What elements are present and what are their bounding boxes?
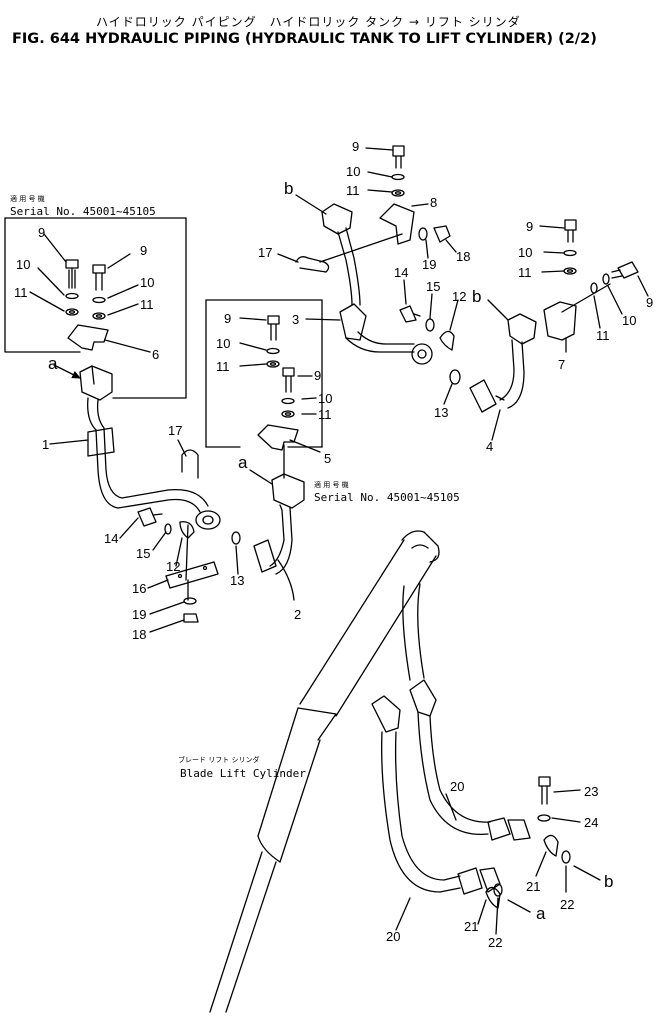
callout-22: 22: [488, 935, 503, 950]
serial-label-left: Serial No. 45001~45105: [10, 205, 156, 218]
blade-label-jp: ブレード リフト シリンダ: [178, 756, 260, 764]
callout-9: 9: [526, 219, 534, 234]
ref-letter-b: b: [604, 872, 614, 891]
callout-24: 24: [584, 815, 599, 830]
callout-19: 19: [422, 257, 437, 272]
bolt-left-a: [65, 259, 79, 316]
figure-title: FIG. 644 HYDRAULIC PIPING (HYDRAULIC TAN…: [12, 31, 597, 47]
callout-8: 8: [430, 195, 438, 210]
callout-12: 12: [452, 289, 467, 304]
callout-2: 2: [294, 607, 302, 622]
callout-9: 9: [352, 139, 360, 154]
title-japanese: ハイドロリック パイピング ハイドロリック タンク → リフト シリンダ: [96, 15, 521, 29]
bolt-left-b: [92, 264, 106, 320]
u-bolt-17-left: [181, 449, 199, 479]
bolt-top-center: [391, 145, 405, 197]
callout-4: 4: [486, 439, 494, 454]
callout-20: 20: [386, 929, 401, 944]
bolt-middle-b: [281, 367, 295, 418]
callout-16: 16: [132, 581, 147, 596]
bolt-right-top: [563, 219, 577, 275]
callout-10: 10: [140, 275, 155, 290]
serial-jp-right: 適 用 号 機: [314, 481, 349, 489]
callout-11: 11: [596, 328, 610, 343]
serial-label-right: Serial No. 45001~45105: [314, 491, 460, 504]
callout-9: 9: [224, 311, 232, 326]
clamp-7: [543, 301, 577, 341]
callout-11: 11: [318, 407, 332, 422]
callout-9: 9: [38, 225, 46, 240]
callout-11: 11: [140, 297, 154, 312]
callout-15: 15: [136, 546, 151, 561]
left-lower-fasteners: [137, 507, 241, 623]
bolt-right-side: [590, 261, 639, 294]
callout-12: 12: [166, 559, 181, 574]
callout-9: 9: [314, 368, 322, 383]
blade-label: Blade Lift Cylinder: [180, 767, 306, 780]
callout-22: 22: [560, 897, 575, 912]
callout-14: 14: [394, 265, 409, 280]
callout-10: 10: [346, 164, 361, 179]
pipe-3: [321, 203, 433, 365]
bolt-middle-a: [266, 315, 280, 368]
ref-letter-b: b: [284, 179, 294, 198]
u-bolt-17-top: [295, 256, 330, 273]
blade-lift-cylinder: [209, 530, 440, 1013]
callout-13: 13: [230, 573, 245, 588]
callout-9: 9: [140, 243, 148, 258]
callout-10: 10: [318, 391, 333, 406]
callout-3: 3: [292, 312, 300, 327]
serial-box-middle: [205, 299, 323, 448]
ref-letter-a: a: [238, 453, 248, 472]
ref-letter-a: a: [536, 904, 546, 923]
callout-23: 23: [584, 784, 599, 799]
pipe-4: [469, 313, 537, 413]
callout-13: 13: [434, 405, 449, 420]
callout-20: 20: [450, 779, 465, 794]
ref-letter-a: a: [48, 354, 58, 373]
callout-6: 6: [152, 347, 160, 362]
callout-19: 19: [132, 607, 147, 622]
callout-10: 10: [16, 257, 31, 272]
pipe-1: [79, 365, 221, 530]
callout-15: 15: [426, 279, 441, 294]
callout-1: 1: [42, 437, 50, 452]
serial-jp-left: 適 用 号 機: [10, 195, 45, 203]
callout-10: 10: [622, 313, 637, 328]
clamp-5: [257, 424, 299, 451]
callout-9: 9: [646, 295, 654, 310]
callout-18: 18: [132, 627, 147, 642]
fasteners-right-lower: [485, 776, 571, 909]
clamp-6: [67, 324, 109, 351]
hose-20-upper: [402, 583, 531, 841]
callout-10: 10: [518, 245, 533, 260]
callout-5: 5: [324, 451, 332, 466]
callout-17: 17: [258, 245, 273, 260]
hose-20-lower: [371, 695, 501, 895]
callout-7: 7: [558, 357, 566, 372]
ref-letter-b: b: [472, 287, 482, 306]
callout-11: 11: [518, 265, 532, 280]
callout-21: 21: [464, 919, 479, 934]
callout-14: 14: [104, 531, 119, 546]
clamp-8: [379, 203, 415, 245]
callout-11: 11: [14, 285, 28, 300]
callout-11: 11: [216, 359, 230, 374]
callout-11: 11: [346, 183, 360, 198]
callout-10: 10: [216, 336, 231, 351]
callout-18: 18: [456, 249, 471, 264]
callout-21: 21: [526, 879, 541, 894]
serial-box-left: [4, 217, 187, 399]
pipe-2: [253, 473, 305, 601]
callout-17: 17: [168, 423, 183, 438]
